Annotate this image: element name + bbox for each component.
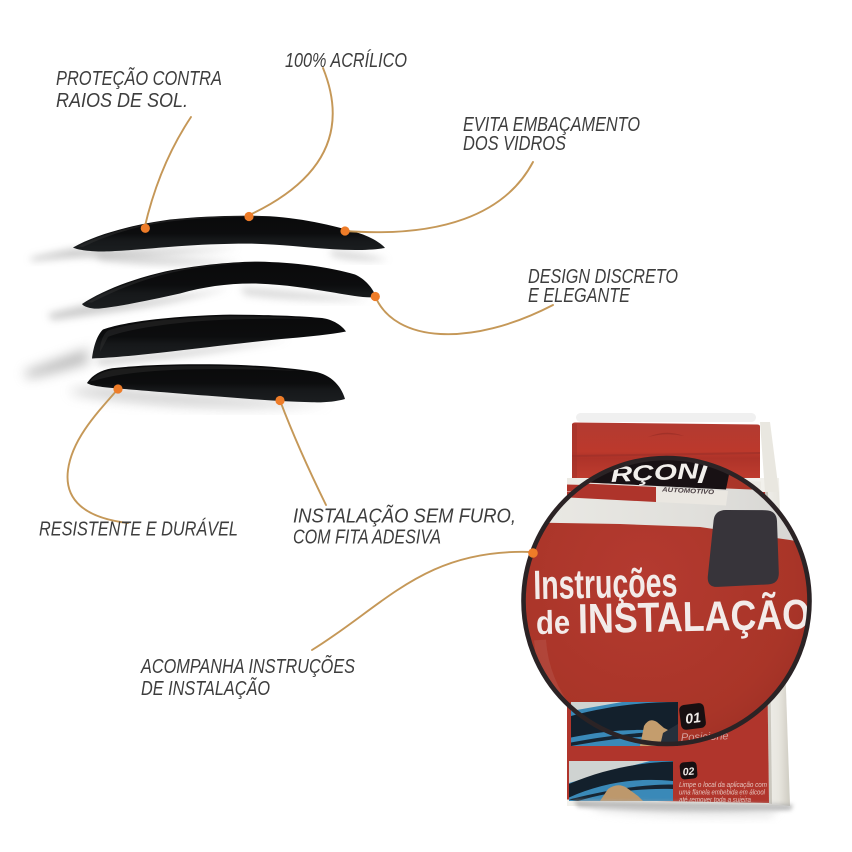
- svg-text:até remover toda a sujeira: até remover toda a sujeira: [679, 795, 751, 804]
- svg-text:DOS VIDROS: DOS VIDROS: [463, 133, 567, 155]
- svg-text:INSTALAÇÃO: INSTALAÇÃO: [578, 591, 811, 643]
- svg-text:Limpe o local da aplicação com: Limpe o local da aplicação com: [679, 780, 767, 789]
- svg-text:EVITA EMBAÇAMENTO: EVITA EMBAÇAMENTO: [463, 114, 640, 136]
- svg-text:PROTEÇÃO CONTRA: PROTEÇÃO CONTRA: [56, 66, 222, 90]
- svg-text:ACOMPANHA INSTRUÇÕES: ACOMPANHA INSTRUÇÕES: [140, 654, 355, 678]
- svg-text:DE INSTALAÇÃO: DE INSTALAÇÃO: [141, 676, 270, 700]
- svg-text:AUTOMOTIVO: AUTOMOTIVO: [661, 486, 714, 496]
- svg-text:RESISTENTE E DURÁVEL: RESISTENTE E DURÁVEL: [39, 518, 238, 541]
- svg-text:RAIOS DE SOL.: RAIOS DE SOL.: [56, 90, 188, 112]
- svg-text:100% ACRÍLICO: 100% ACRÍLICO: [285, 49, 407, 72]
- svg-text:02: 02: [682, 765, 695, 778]
- svg-text:INSTALAÇÃO SEM FURO,: INSTALAÇÃO SEM FURO,: [293, 504, 516, 528]
- svg-text:Instruções: Instruções: [533, 559, 678, 608]
- svg-text:E ELEGANTE: E ELEGANTE: [528, 285, 631, 307]
- svg-text:de: de: [536, 603, 571, 641]
- svg-text:01: 01: [684, 709, 702, 727]
- svg-text:DESIGN DISCRETO: DESIGN DISCRETO: [528, 266, 678, 288]
- svg-text:COM FITA ADESIVA: COM FITA ADESIVA: [293, 527, 441, 549]
- svg-text:uma flanela embebida em álcool: uma flanela embebida em álcool: [679, 788, 765, 797]
